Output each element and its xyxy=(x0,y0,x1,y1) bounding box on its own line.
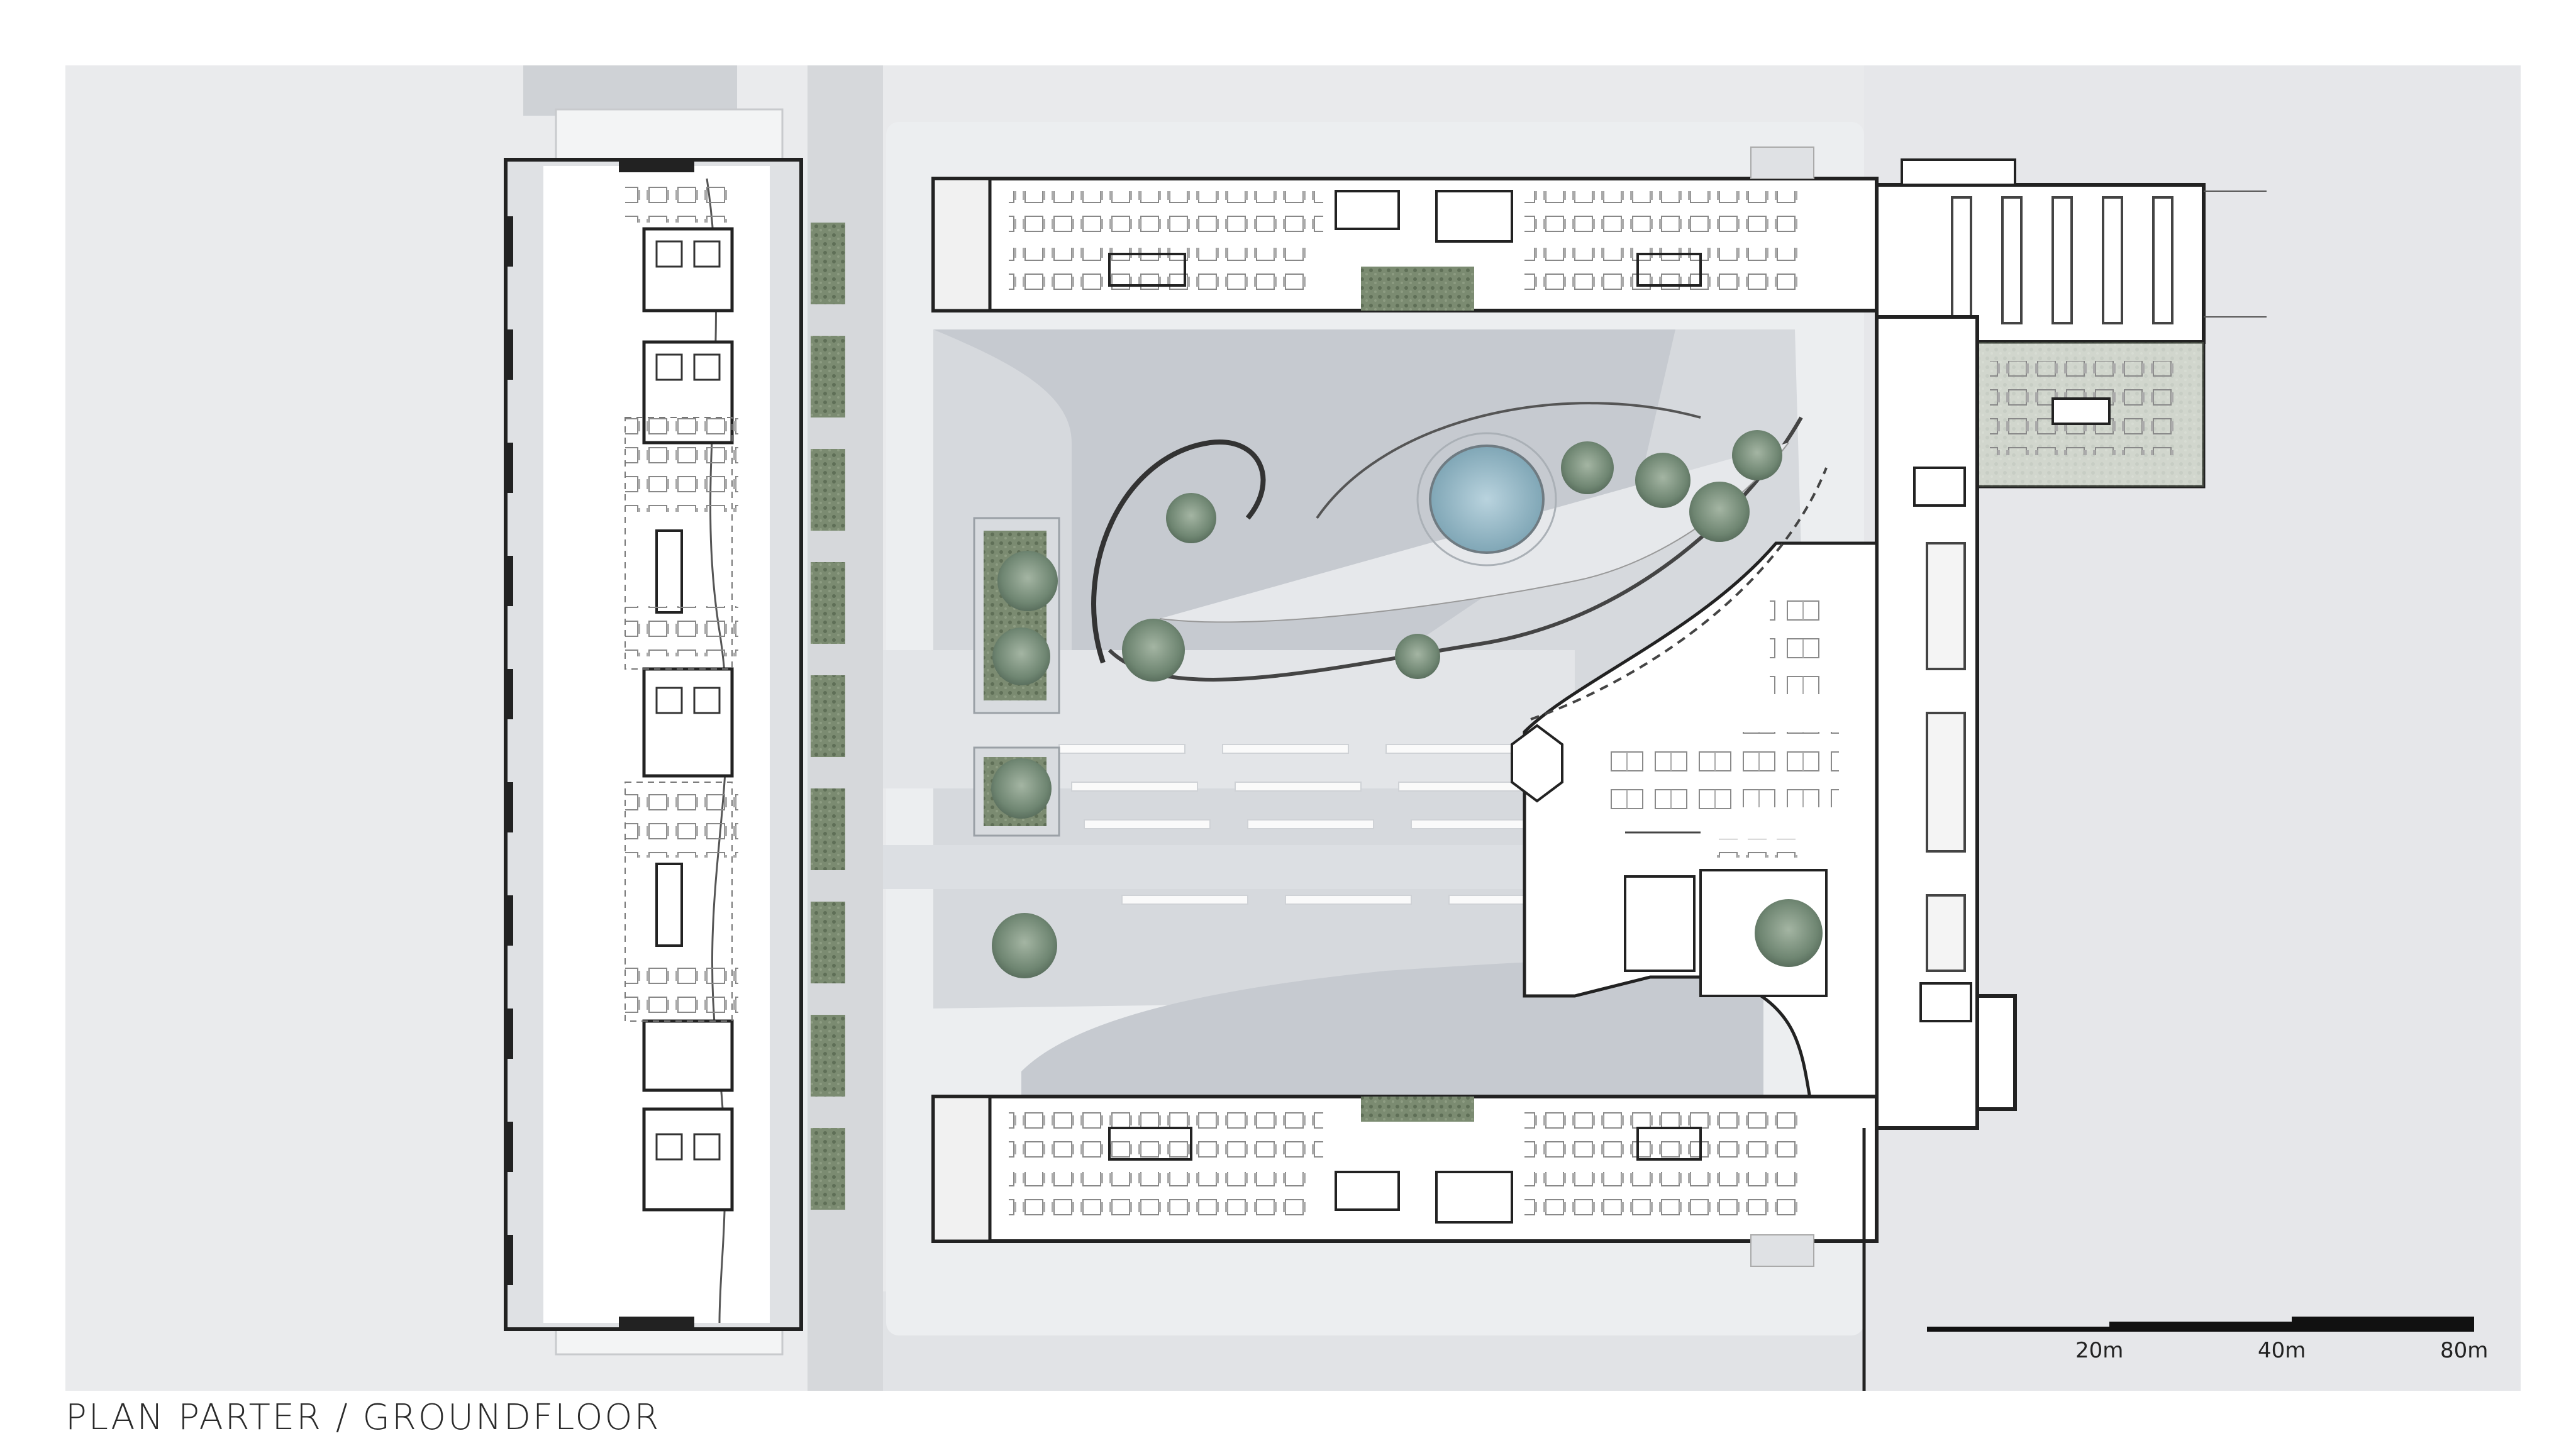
east-wing xyxy=(1875,315,2017,1130)
north-wing xyxy=(931,177,1879,312)
scale-bar xyxy=(1927,1317,2474,1332)
plan-caption: PLAN PARTER / GROUNDFLOOR xyxy=(65,1397,661,1438)
scale-label-80m: 80m xyxy=(2440,1338,2489,1363)
west-building xyxy=(504,108,803,1356)
south-wing xyxy=(931,1095,1879,1267)
scale-label-40m: 40m xyxy=(2258,1338,2306,1363)
northeast-wing xyxy=(1750,146,2267,489)
west-planting-strips xyxy=(811,223,845,1210)
central-lobby xyxy=(1511,467,1879,1124)
floor-plan-drawing xyxy=(65,65,2521,1391)
scale-label-20m: 20m xyxy=(2075,1338,2124,1363)
trees xyxy=(991,430,1814,978)
site-plan xyxy=(65,65,2521,1391)
